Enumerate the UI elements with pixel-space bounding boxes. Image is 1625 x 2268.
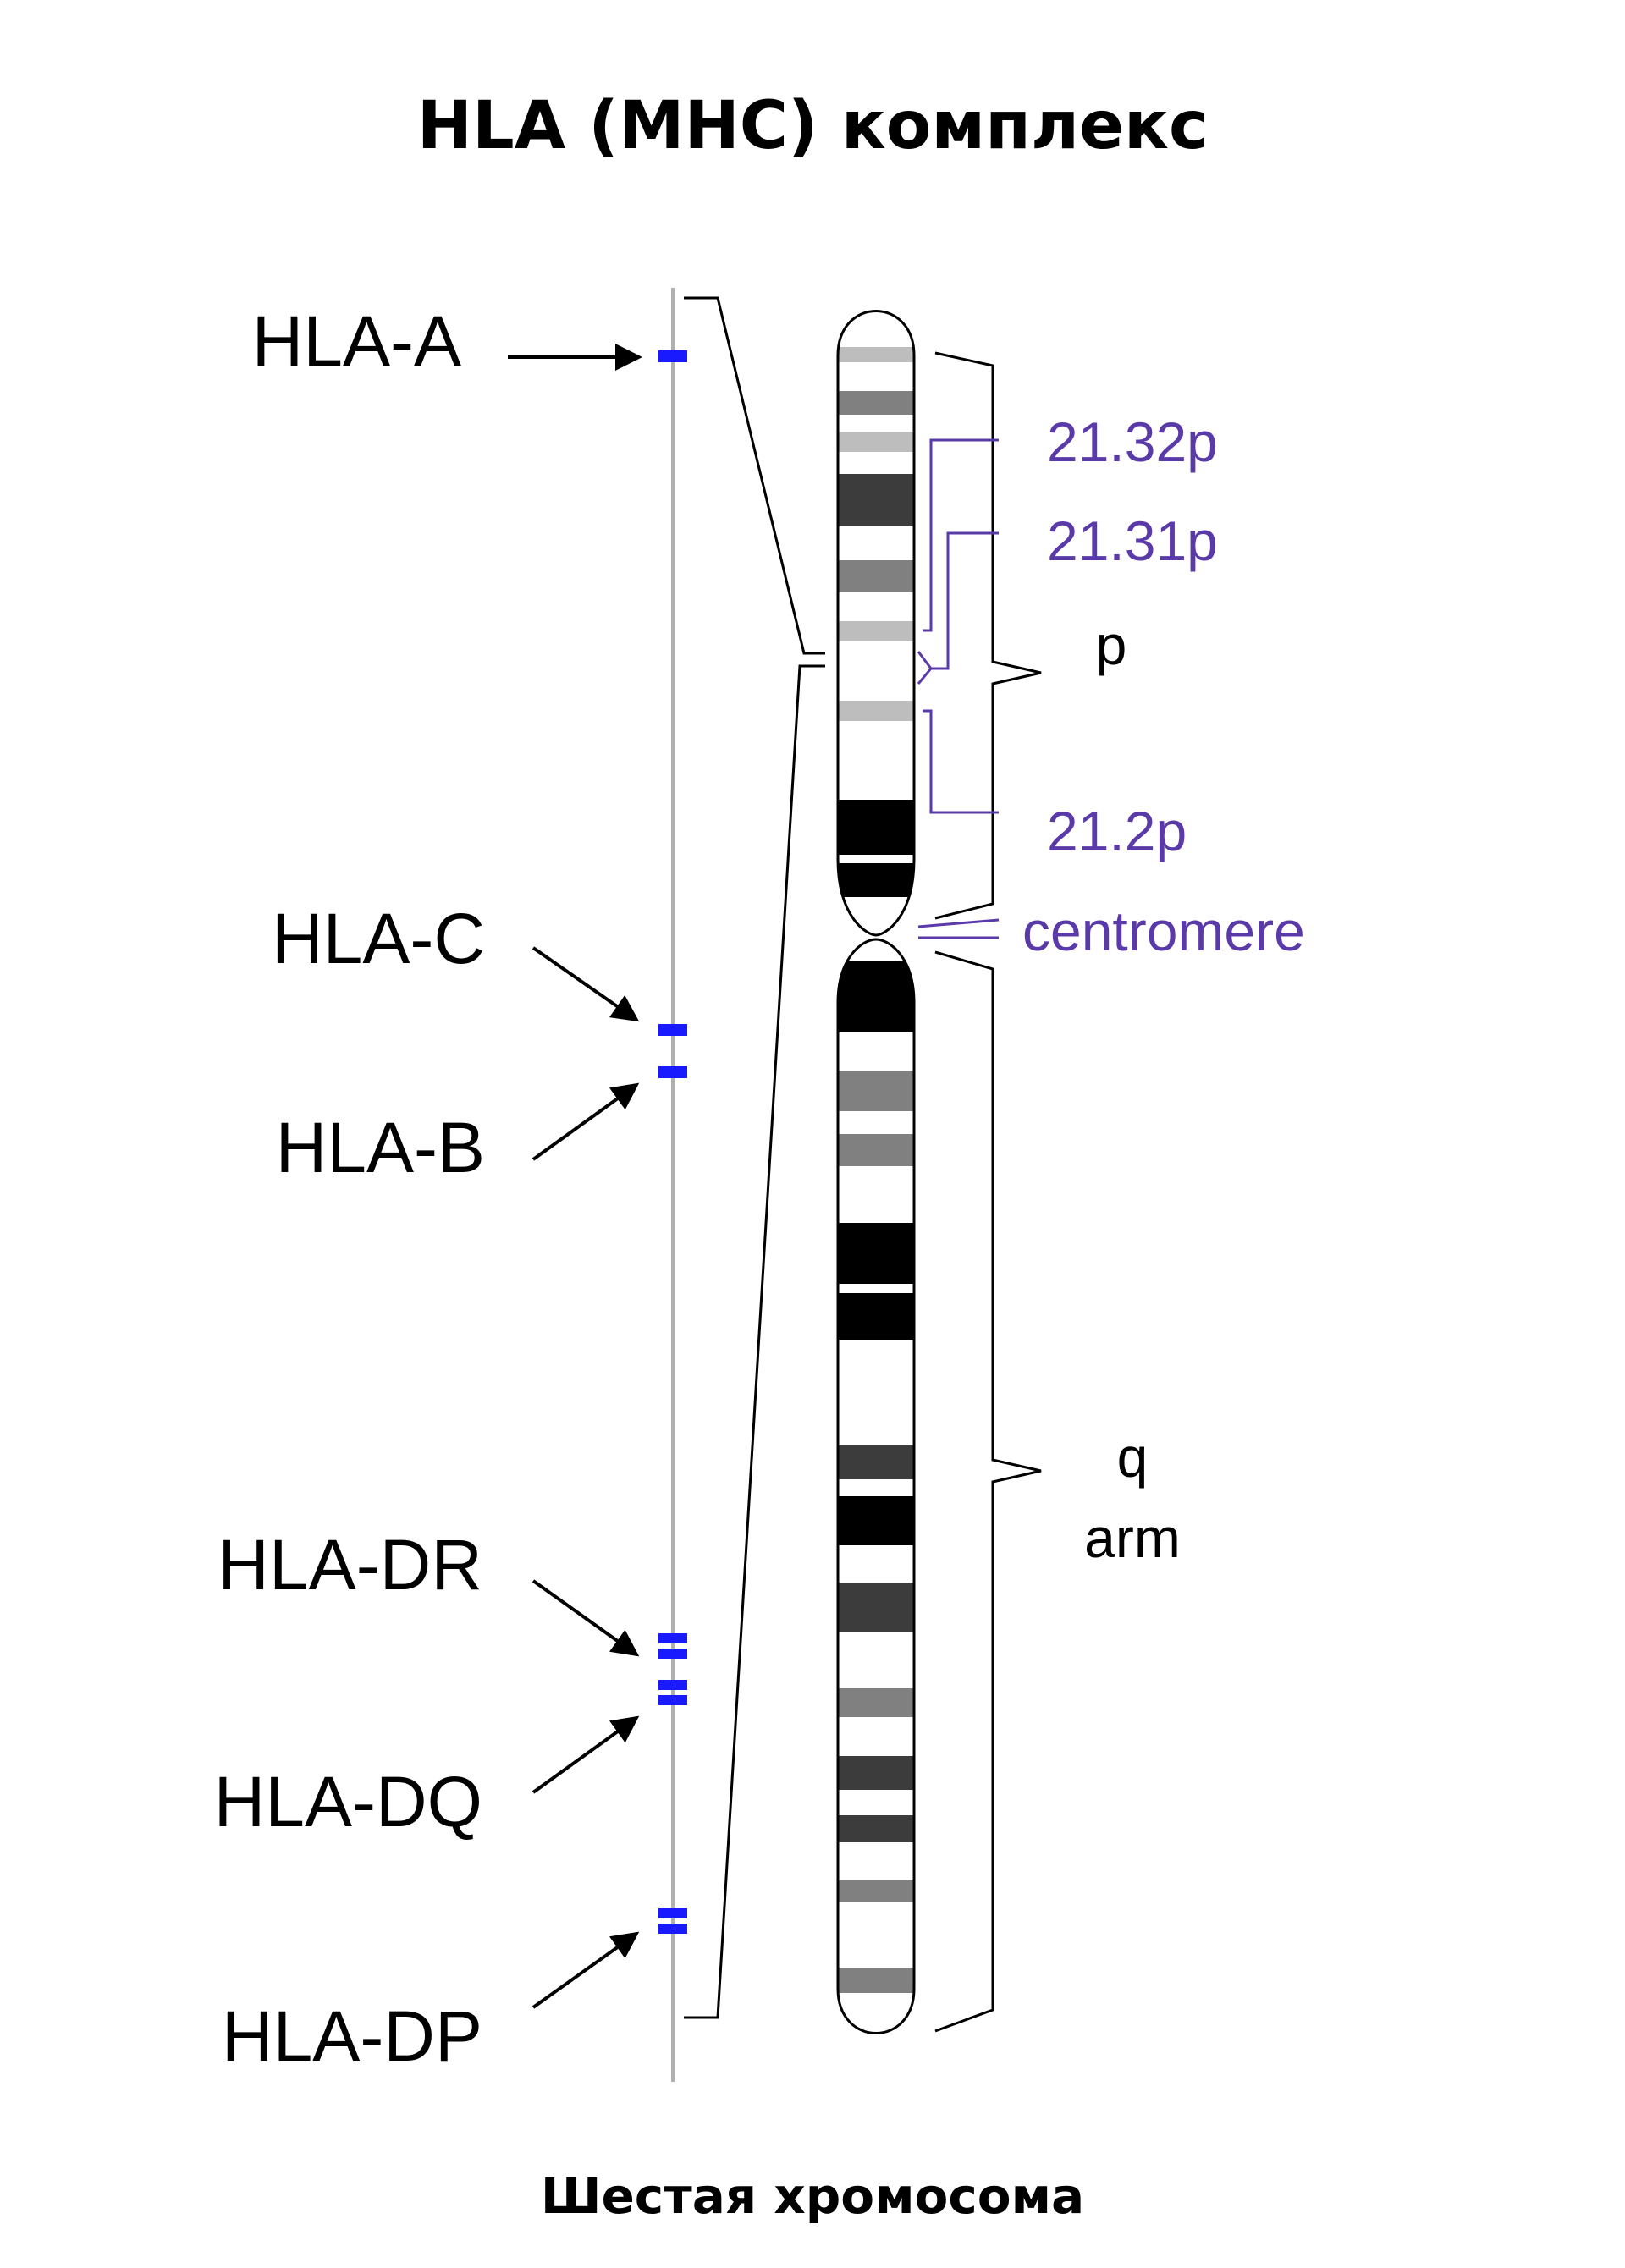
marker-hla-a — [658, 350, 687, 362]
gene-markers — [658, 350, 687, 1934]
p-arm-label: p — [1096, 614, 1127, 676]
band-label-21-32p: 21.32p — [1047, 410, 1218, 473]
chromosome-p-arm — [836, 310, 916, 937]
band-leaders — [917, 438, 1000, 939]
figure-caption: Шестая хромосома — [541, 2167, 1084, 2225]
chromosome-q-arm — [836, 938, 916, 2034]
marker-hla-b — [658, 1066, 687, 1078]
arrow-hla-c — [532, 946, 640, 1022]
p-arm-brace — [934, 351, 1042, 920]
arm-braces — [934, 351, 1042, 2033]
marker-hla-dq-2 — [658, 1695, 687, 1705]
gene-label-hla-b: HLA-B — [276, 1108, 485, 1187]
band-label-21-31p: 21.31p — [1047, 509, 1218, 572]
arrow-hla-dq — [532, 1715, 640, 1794]
q-arm-label-arm: arm — [1084, 1506, 1181, 1569]
band-label-21-2p: 21.2p — [1047, 800, 1187, 862]
q-arm-brace — [934, 950, 1042, 2033]
q-arm-label: q — [1117, 1426, 1149, 1489]
zoom-bracket — [684, 296, 825, 2019]
arrow-hla-dp — [532, 1931, 640, 2009]
gene-label-hla-dq: HLA-DQ — [214, 1762, 482, 1841]
gene-label-hla-dr: HLA-DR — [218, 1525, 482, 1605]
arrow-hla-b — [532, 1082, 640, 1161]
marker-hla-dr-2 — [658, 1649, 687, 1659]
centromere-label: centromere — [1022, 900, 1305, 962]
arrow-hla-dr — [532, 1579, 640, 1657]
marker-hla-dr-1 — [658, 1633, 687, 1643]
gene-arrows — [508, 344, 642, 2009]
marker-hla-c — [658, 1024, 687, 1036]
gene-label-hla-dp: HLA-DP — [222, 1996, 482, 2076]
gene-label-hla-a: HLA-A — [252, 301, 461, 381]
page-title: HLA (MHC) комплекс — [417, 88, 1208, 164]
gene-label-hla-c: HLA-C — [272, 899, 485, 978]
marker-hla-dp-2 — [658, 1924, 687, 1934]
marker-hla-dq-1 — [658, 1680, 687, 1690]
marker-hla-dp-1 — [658, 1908, 687, 1918]
